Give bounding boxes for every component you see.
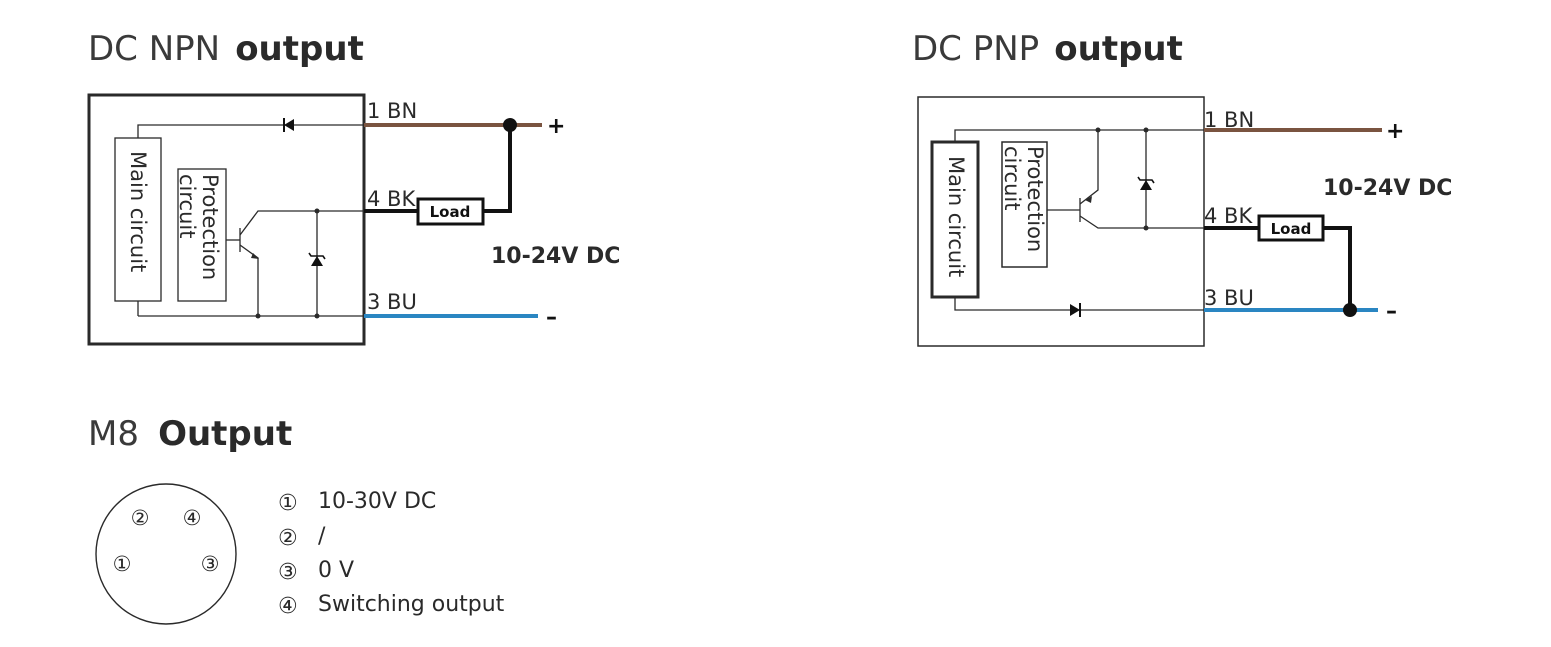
- m8-legend-num-1: ①: [278, 491, 298, 516]
- m8-legend-num-4: ④: [278, 594, 298, 619]
- m8-legend-num-2: ②: [278, 526, 298, 551]
- npn-main-circuit-label: Main circuit: [126, 151, 150, 272]
- pnp-minus-sign: –: [1386, 299, 1397, 324]
- pnp-voltage-label: 10-24V DC: [1323, 176, 1452, 201]
- pnp-emitter-arrow: [1085, 196, 1092, 203]
- npn-protection-label: Protection circuit: [175, 174, 222, 285]
- npn-junction-dot: [503, 118, 517, 132]
- m8-pin-1: ①: [113, 552, 132, 576]
- m8-legend-num-3: ③: [278, 560, 298, 585]
- npn-load-label: Load: [430, 203, 471, 221]
- pnp-diagram: DC PNP output Main circuit Protection ci…: [912, 29, 1452, 347]
- pnp-load-box: [1257, 214, 1325, 242]
- npn-protection-box: [177, 168, 227, 302]
- m8-legend-text-4: Switching output: [318, 592, 505, 617]
- pnp-diode-icon: [1070, 304, 1080, 316]
- m8-legend-text-2: /: [318, 524, 326, 549]
- pnp-junction-dot: [1343, 303, 1357, 317]
- npn-wire-bn-label: 1 BN: [367, 99, 417, 123]
- pnp-internal-wiring: [954, 129, 1204, 311]
- npn-minus-sign: –: [546, 305, 557, 330]
- npn-zener-icon: [311, 256, 323, 266]
- m8-title: M8 Output: [88, 414, 292, 454]
- m8-pin-2: ②: [131, 506, 150, 530]
- pnp-load-label: Load: [1271, 220, 1312, 238]
- npn-plus-sign: +: [547, 114, 565, 139]
- pnp-plus-sign: +: [1386, 119, 1404, 144]
- pnp-protection-box: [1001, 141, 1048, 268]
- npn-sensor-box: [87, 93, 366, 346]
- npn-title: DC NPN output: [88, 29, 364, 69]
- npn-voltage-label: 10-24V DC: [491, 244, 620, 269]
- m8-legend: ① 10-30V DC ② / ③ 0 V ④ Switching output: [278, 489, 505, 619]
- npn-diode-icon: [284, 119, 294, 131]
- pnp-wire-bn-label: 1 BN: [1204, 108, 1254, 132]
- pnp-zener-icon: [1140, 180, 1152, 190]
- pnp-wire-bk-label: 4 BK: [1204, 204, 1253, 228]
- m8-section: M8 Output ① ② ③ ④ ① 10-30V DC ② / ③ 0 V …: [88, 414, 505, 625]
- m8-legend-text-1: 10-30V DC: [318, 489, 436, 514]
- npn-wire-bu-label: 3 BU: [367, 290, 417, 314]
- npn-wire-bk-label: 4 BK: [367, 187, 416, 211]
- npn-load-box: [416, 197, 485, 226]
- m8-pin-3: ③: [201, 552, 220, 576]
- pnp-title: DC PNP output: [912, 29, 1183, 69]
- pnp-sensor-box: [917, 96, 1205, 347]
- npn-diagram: DC NPN output Main circuit Protection ci…: [87, 29, 620, 346]
- pnp-protection-label: Protection circuit: [1000, 146, 1047, 257]
- npn-internal-wiring: [137, 124, 364, 317]
- pnp-main-circuit-label: Main circuit: [944, 156, 968, 277]
- npn-emitter-arrow: [251, 253, 259, 259]
- m8-pin-4: ④: [183, 506, 202, 530]
- m8-legend-text-3: 0 V: [318, 558, 354, 583]
- m8-connector-face: [95, 483, 237, 625]
- pnp-wire-bu-label: 3 BU: [1204, 286, 1254, 310]
